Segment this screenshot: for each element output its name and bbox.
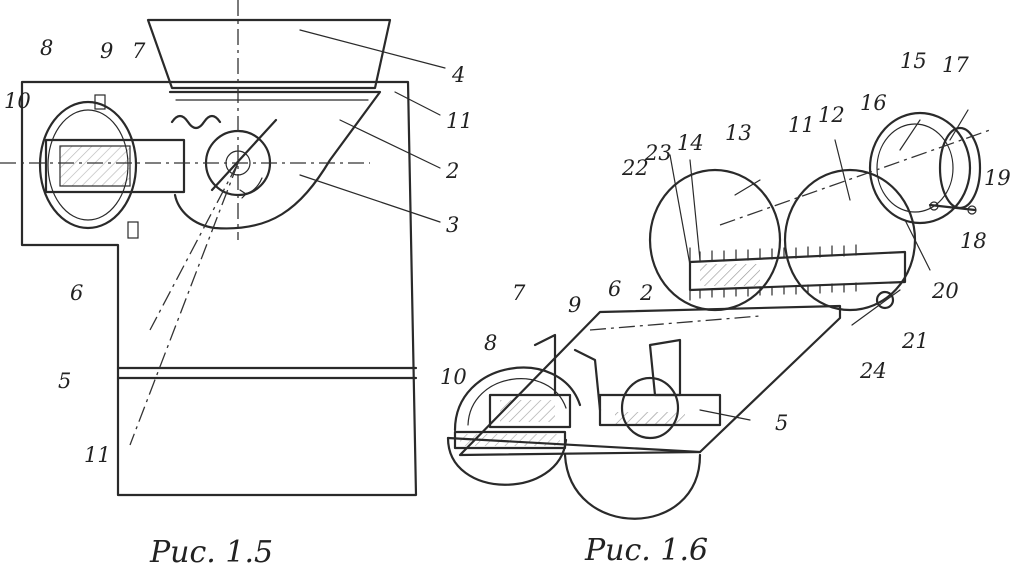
label-7: 7 <box>512 281 526 305</box>
blade-5 <box>648 338 682 397</box>
label-21: 21 <box>901 329 929 353</box>
label-8: 8 <box>484 331 497 355</box>
label-22: 22 <box>621 156 649 180</box>
rotor-blade <box>210 118 278 192</box>
label-14: 14 <box>677 131 704 155</box>
shaft-housing <box>488 393 572 429</box>
label-20: 20 <box>931 279 959 303</box>
label-19: 19 <box>984 166 1011 190</box>
label-18: 18 <box>960 229 987 253</box>
label-7: 7 <box>132 39 146 63</box>
label-13: 13 <box>725 121 752 145</box>
base-rail <box>453 430 567 450</box>
figure-1-5 <box>0 0 446 497</box>
caption-fig-1-5: Рис. 1.5 <box>149 535 273 570</box>
label-24: 24 <box>859 359 887 383</box>
spring <box>170 114 222 130</box>
screen-drum <box>453 366 582 432</box>
label-6: 6 <box>608 277 621 301</box>
drum-12 <box>783 168 917 312</box>
label-15: 15 <box>900 49 927 73</box>
label-23: 23 <box>644 141 672 165</box>
caption-fig-1-6: Рис. 1.6 <box>584 533 708 568</box>
plate-7 <box>533 333 557 397</box>
label-10: 10 <box>4 89 31 113</box>
label-9: 9 <box>100 39 113 63</box>
hopper <box>146 18 392 90</box>
transfer-pipe <box>44 138 186 194</box>
label-3: 3 <box>446 213 459 237</box>
label-12: 12 <box>818 103 845 127</box>
trough <box>168 90 382 230</box>
label-10: 10 <box>440 365 467 389</box>
figure-1-6-labels: 15 17 16 12 11 13 14 23 22 19 18 20 21 2… <box>440 49 1011 568</box>
machine-body <box>20 80 418 497</box>
label-11: 11 <box>788 113 815 137</box>
lower-drum-right <box>563 453 702 520</box>
label-5: 5 <box>58 369 71 393</box>
drum-15 <box>868 111 972 225</box>
rotor-5 <box>620 376 680 440</box>
lower-drum-left <box>446 436 568 486</box>
label-11: 11 <box>446 109 473 133</box>
label-17: 17 <box>942 53 969 77</box>
figure-1-6 <box>446 109 991 520</box>
label-6: 6 <box>70 281 83 305</box>
label-2: 2 <box>445 159 459 183</box>
figure-1-5-labels: 4 11 2 3 8 9 7 10 6 5 11 Рис. 1.5 <box>4 36 473 570</box>
label-8: 8 <box>40 36 53 60</box>
label-11b: 11 <box>84 443 111 467</box>
label-2: 2 <box>639 281 653 305</box>
plate-9 <box>573 348 602 412</box>
label-16: 16 <box>860 91 887 115</box>
label-9: 9 <box>568 293 581 317</box>
label-4: 4 <box>451 63 465 87</box>
sieve-drum <box>38 100 138 230</box>
label-5: 5 <box>775 411 788 435</box>
pivot-21 <box>875 290 895 310</box>
